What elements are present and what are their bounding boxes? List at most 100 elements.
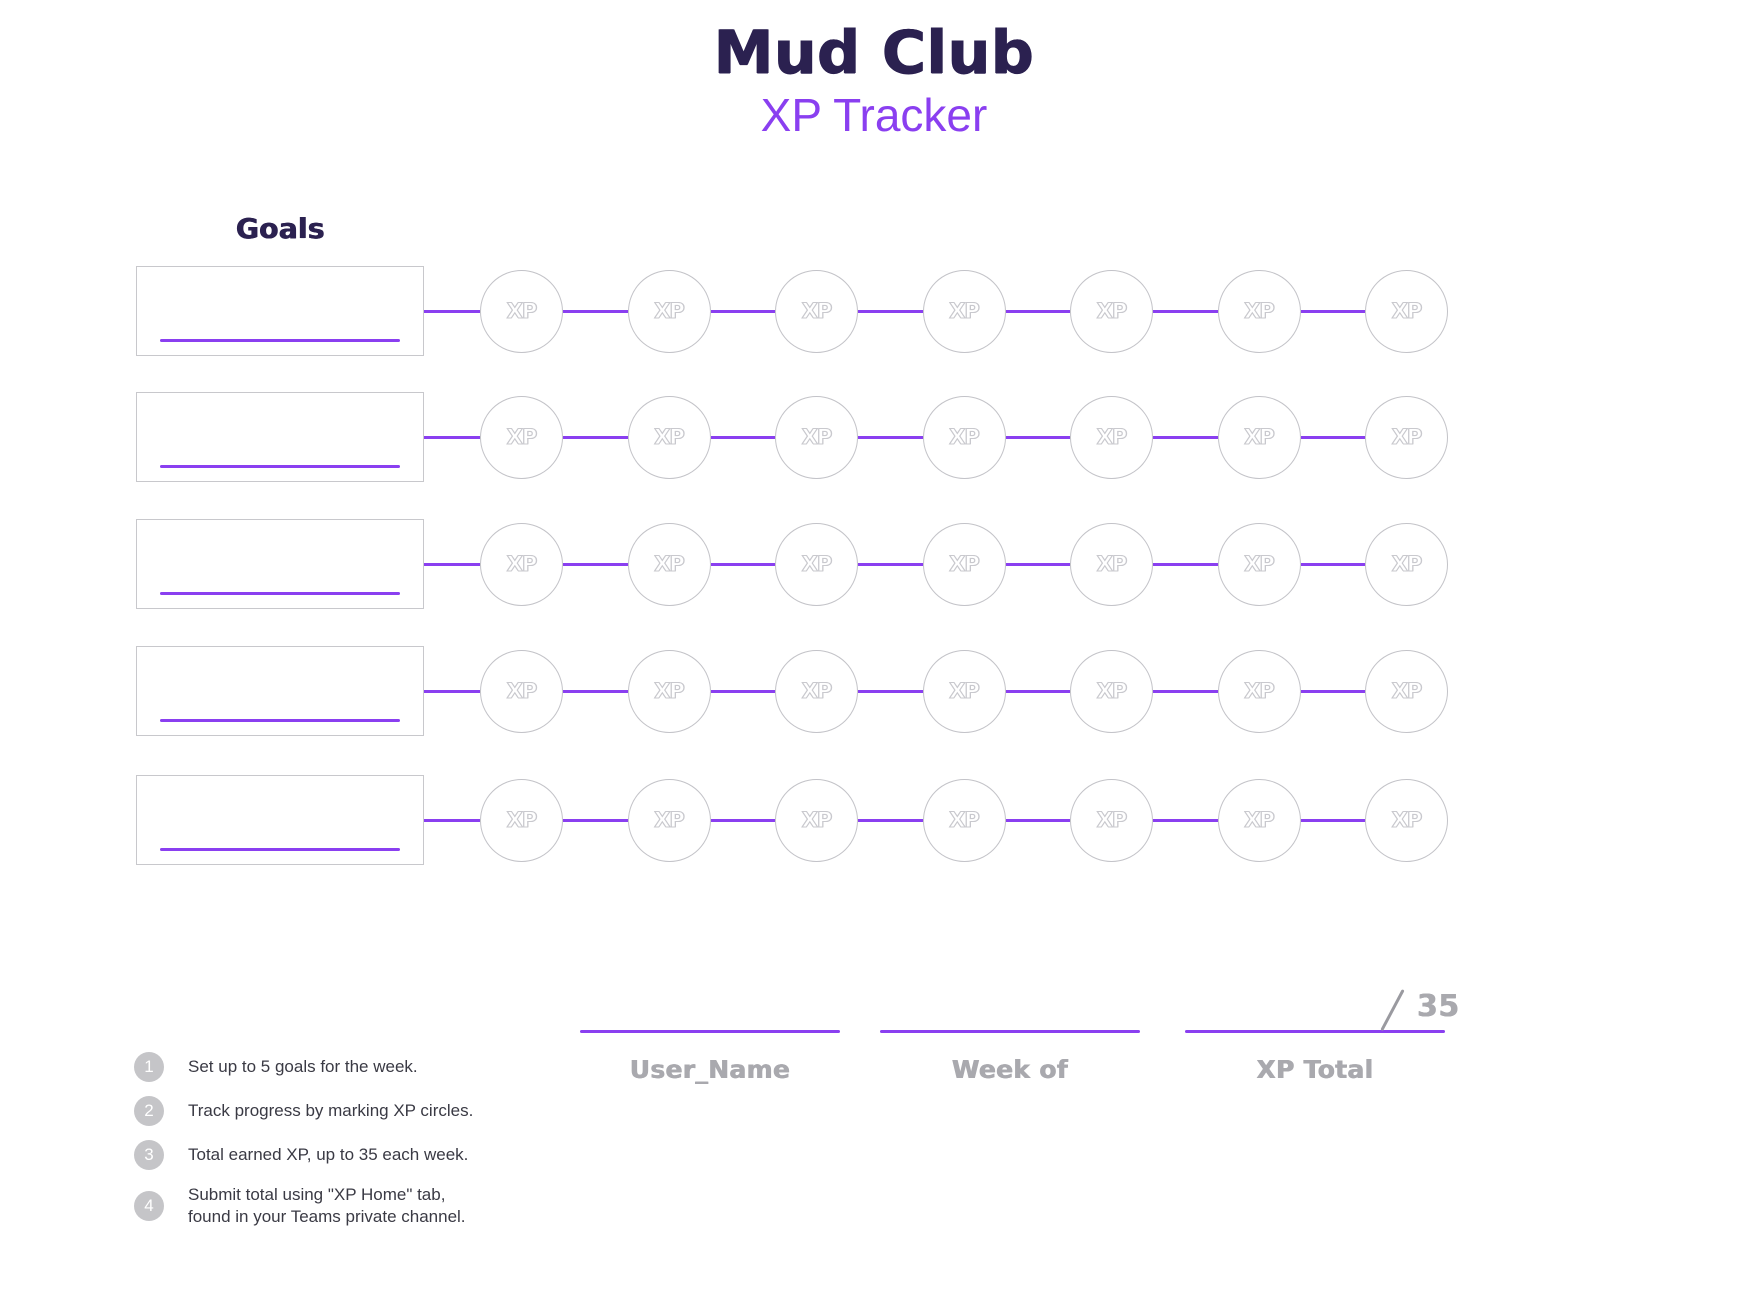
goal-input-line[interactable] [160,848,400,851]
xp-connector-line [563,435,628,439]
xp-circle[interactable]: XP [1365,649,1448,733]
goal-input-line[interactable] [160,339,400,342]
xp-connector-line [424,435,480,439]
xp-circle[interactable]: XP [922,778,1006,862]
xp-circle-track: XP XP XP XP XP XP XP [424,775,1448,865]
xp-connector-line [858,309,923,313]
user-name-input-line[interactable] [580,1030,840,1033]
instruction-number-badge: 4 [134,1190,164,1221]
xp-circle[interactable]: XP [1365,395,1448,479]
xp-circle-label: XP [949,298,981,323]
xp-connector-line [563,309,628,313]
xp-circle[interactable]: XP [627,395,711,479]
field-user-name[interactable]: User_Name [580,1030,840,1084]
goal-input-box[interactable] [136,266,424,356]
goal-input-line[interactable] [160,719,400,722]
instruction-item: 1 Set up to 5 goals for the week. [134,1052,554,1082]
goal-row: XP XP XP XP XP XP XP [136,774,1448,866]
xp-connector-line [563,689,628,693]
xp-connector-line [1153,562,1218,566]
xp-circle[interactable]: XP [922,269,1006,353]
field-xp-total[interactable]: XP Total [1185,1030,1445,1084]
xp-circle[interactable]: XP [480,269,563,353]
instruction-text: Set up to 5 goals for the week. [188,1057,418,1077]
xp-connector-line [858,689,923,693]
goal-input-box[interactable] [136,646,424,736]
instruction-number-badge: 1 [134,1052,164,1082]
xp-circle[interactable]: XP [1070,649,1153,733]
goal-input-box[interactable] [136,519,424,609]
xp-circle[interactable]: XP [1070,522,1153,606]
xp-total-input-line[interactable] [1185,1030,1445,1033]
xp-connector-line [563,562,628,566]
xp-circle-track: XP XP XP XP XP XP XP [424,646,1448,736]
xp-circle[interactable]: XP [775,522,858,606]
instruction-number-badge: 2 [134,1096,164,1126]
xp-circle[interactable]: XP [480,395,563,479]
field-week-of[interactable]: Week of [880,1030,1140,1084]
xp-circle[interactable]: XP [1217,522,1301,606]
xp-circle[interactable]: XP [627,778,711,862]
xp-circle[interactable]: XP [1070,778,1153,862]
xp-circle[interactable]: XP [1217,395,1301,479]
xp-connector-line [1005,818,1070,822]
xp-connector-line [1153,309,1218,313]
xp-circle[interactable]: XP [1070,269,1153,353]
xp-circle[interactable]: XP [627,522,711,606]
xp-circle[interactable]: XP [1217,649,1301,733]
xp-circle[interactable]: XP [480,778,563,862]
xp-circle[interactable]: XP [627,649,711,733]
goal-row: XP XP XP XP XP XP XP [136,391,1448,483]
user-name-label: User_Name [629,1055,791,1084]
xp-circle[interactable]: XP [1217,269,1301,353]
week-of-input-line[interactable] [880,1030,1140,1033]
xp-circle[interactable]: XP [775,269,858,353]
footer-fields: User_Name Week of XP Total 35 [580,989,1590,1150]
xp-connector-line [858,818,923,822]
xp-connector-line [563,818,628,822]
xp-max-mark: 35 [1380,985,1495,1035]
goal-input-box[interactable] [136,775,424,865]
xp-circle[interactable]: XP [1070,395,1153,479]
xp-circle-label: XP [1096,298,1128,323]
xp-circle-label: XP [1244,807,1276,832]
xp-circle-label: XP [1391,551,1423,576]
xp-circle-label: XP [949,678,981,703]
xp-circle-label: XP [506,807,538,832]
xp-circle[interactable]: XP [1365,778,1448,862]
xp-circle[interactable]: XP [480,649,563,733]
xp-circle-label: XP [1244,424,1276,449]
goal-input-line[interactable] [160,592,400,595]
xp-circle-label: XP [801,807,833,832]
xp-circle-label: XP [1244,678,1276,703]
xp-circle[interactable]: XP [1217,778,1301,862]
xp-connector-line [1300,689,1365,693]
xp-max-value: 35 [1417,989,1460,1024]
xp-circle[interactable]: XP [922,649,1006,733]
xp-circle-label: XP [1391,807,1423,832]
xp-connector-line [710,309,775,313]
goal-input-line[interactable] [160,465,400,468]
goal-row: XP XP XP XP XP XP XP [136,265,1448,357]
xp-circle[interactable]: XP [922,522,1006,606]
xp-circle[interactable]: XP [775,395,858,479]
xp-connector-line [710,562,775,566]
xp-circle[interactable]: XP [627,269,711,353]
goal-input-box[interactable] [136,392,424,482]
xp-connector-line [424,309,480,313]
page-subtitle: XP Tracker [760,89,988,141]
xp-circle-track: XP XP XP XP XP XP XP [424,519,1448,609]
xp-connector-line [710,689,775,693]
xp-circle[interactable]: XP [775,778,858,862]
xp-circle[interactable]: XP [480,522,563,606]
xp-connector-line [710,818,775,822]
goal-row: XP XP XP XP XP XP XP [136,645,1448,737]
xp-circle[interactable]: XP [922,395,1006,479]
xp-circle-label: XP [506,298,538,323]
xp-connector-line [1005,309,1070,313]
xp-circle[interactable]: XP [1365,269,1448,353]
xp-circle[interactable]: XP [775,649,858,733]
xp-circle[interactable]: XP [1365,522,1448,606]
